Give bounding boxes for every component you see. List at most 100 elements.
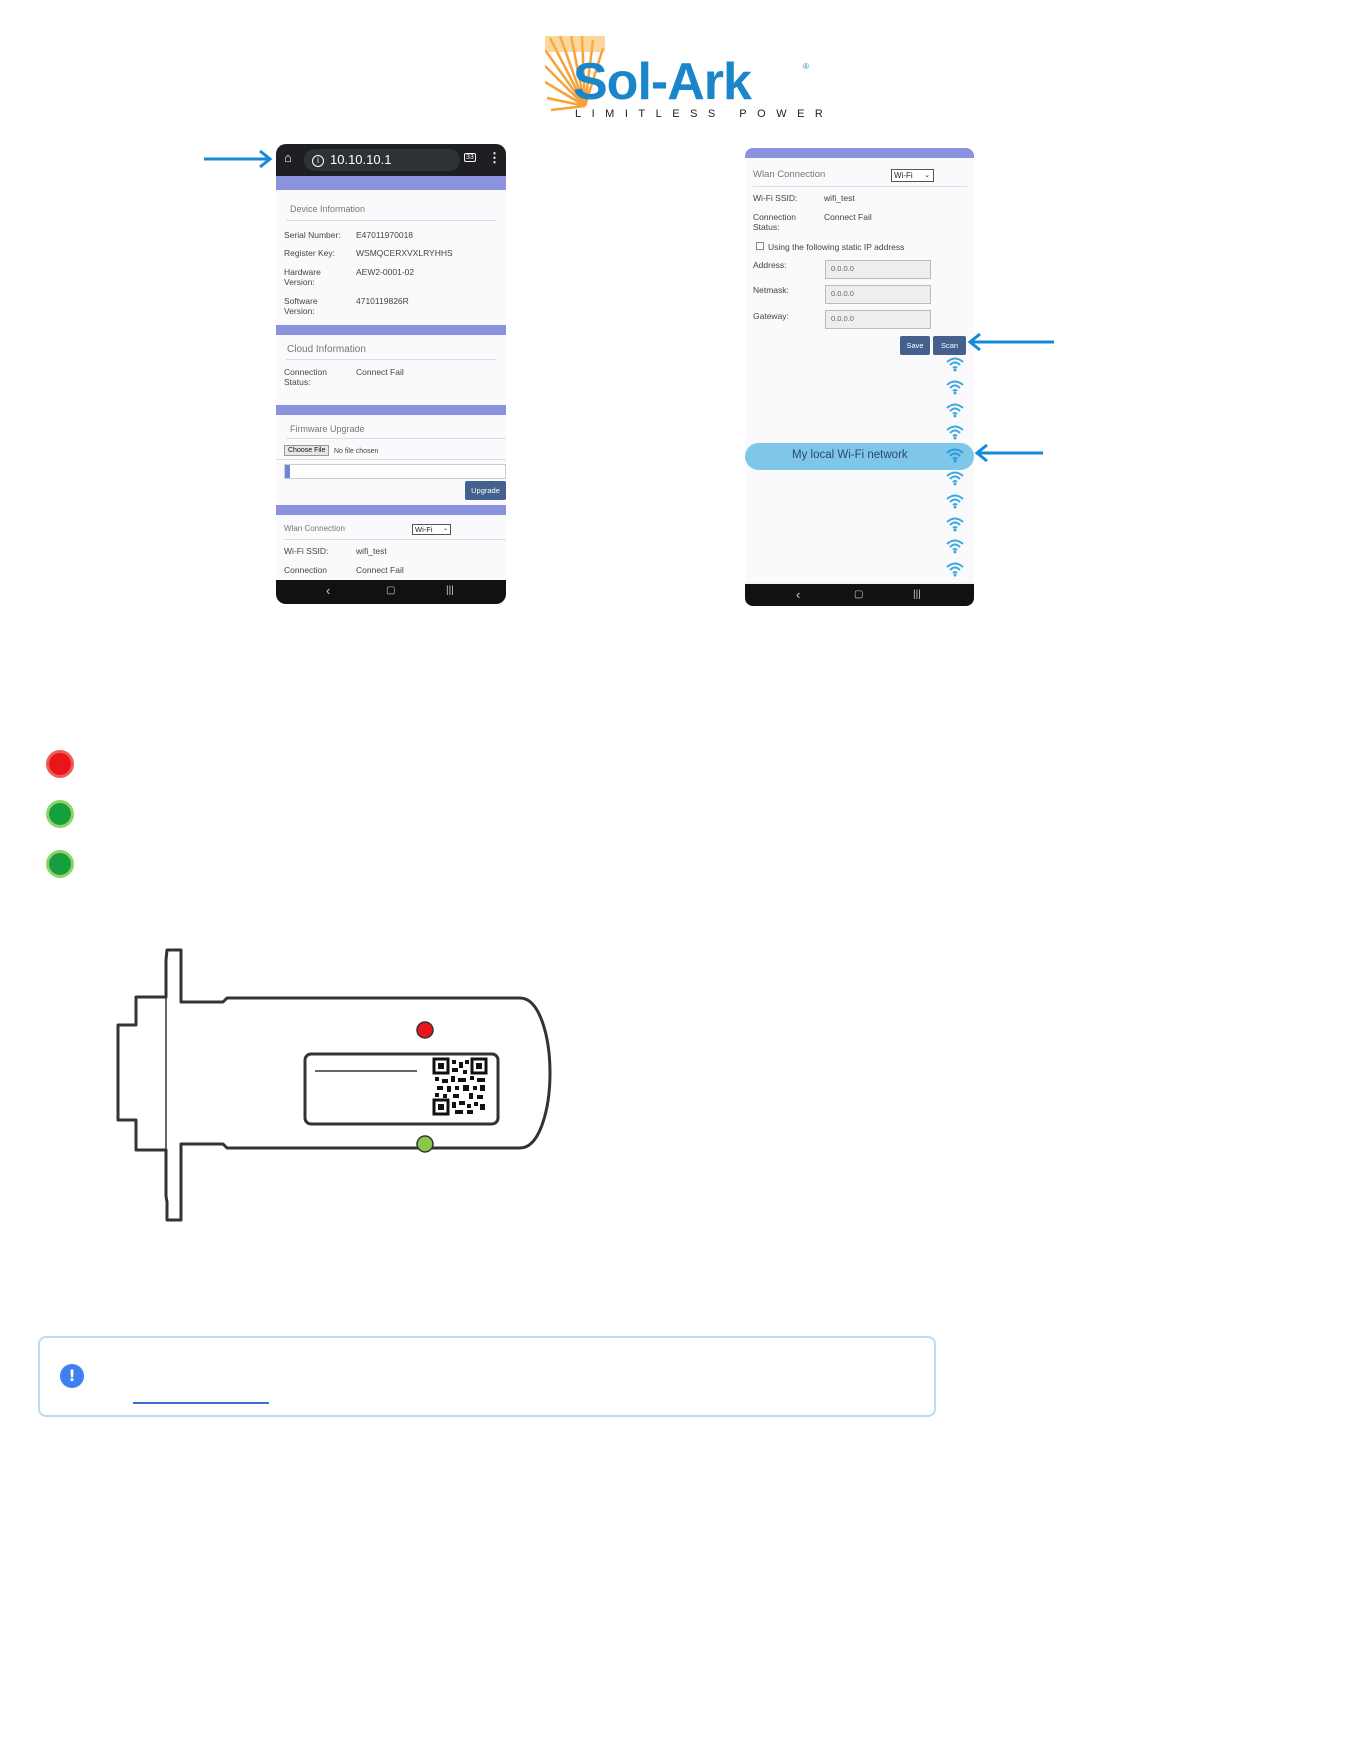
section-band [276, 505, 506, 515]
divider [286, 359, 496, 360]
info-callout: ! [38, 1336, 936, 1417]
divider [286, 438, 506, 439]
wifi-signal-icon[interactable] [945, 424, 965, 440]
network-highlight[interactable] [745, 443, 974, 470]
firmware-upgrade-card: Firmware Upgrade Choose File No file cho… [276, 415, 506, 505]
home-nav-icon[interactable]: ▢ [386, 585, 396, 596]
serial-number-value: E47011970018 [356, 230, 414, 240]
software-version-label: Software Version: [284, 296, 318, 316]
wifi-signal-icon[interactable] [945, 470, 965, 486]
section-band [276, 325, 506, 335]
tabs-icon[interactable]: 33 [464, 153, 476, 162]
chevron-down-icon: ⌄ [924, 172, 930, 179]
android-nav-bar: ‹ ▢ ||| [276, 580, 506, 604]
wifi-signal-icon[interactable] [945, 538, 965, 554]
dongle-red-led [416, 1021, 434, 1039]
scan-button[interactable]: Scan [933, 336, 966, 355]
wifi-ssid-label: Wi-Fi SSID: [753, 193, 798, 203]
browser-toolbar: ⌂ i 10.10.10.1 33 ⋮ [276, 144, 506, 176]
wifi-signal-icon[interactable] [945, 356, 965, 372]
wlan-status-value: Connect Fail [824, 212, 872, 222]
section-band [276, 405, 506, 415]
header-band [276, 176, 506, 190]
arrow-to-scan-icon [967, 332, 1054, 352]
divider [276, 459, 506, 460]
header-band [745, 148, 974, 158]
android-nav-bar: ‹ ▢ ||| [745, 584, 974, 606]
url-bar[interactable]: i 10.10.10.1 [304, 149, 460, 171]
wifi-dongle-illustration [116, 948, 552, 1222]
upgrade-button[interactable]: Upgrade [465, 481, 506, 500]
home-icon[interactable]: ⌂ [284, 150, 292, 165]
info-alert-icon: ! [60, 1364, 84, 1388]
wlan-title: Wlan Connection [284, 524, 345, 533]
sunburst-icon [545, 36, 605, 112]
serial-number-label: Serial Number: [284, 230, 341, 240]
wlan-status-label: Connection [284, 565, 328, 575]
divider [286, 220, 496, 221]
register-key-value: WSMQCERXVXLRYHHS [356, 248, 453, 258]
choose-file-button[interactable]: Choose File [284, 445, 330, 456]
upload-progress-fill [285, 465, 290, 478]
wlan-connection-card: Wlan Connection Wi-Fi⌄ Wi-Fi SSID: wifi_… [276, 515, 506, 585]
wifi-ssid-value: wifi_test [356, 546, 387, 556]
cloud-status-value: Connect Fail [356, 367, 404, 377]
sol-ark-logo: Sol-Ark ® LIMITLESS POWER [545, 36, 823, 122]
home-nav-icon[interactable]: ▢ [854, 589, 864, 600]
netmask-input[interactable]: 0.0.0.0 [825, 285, 931, 304]
software-version-value: 4710119826R [356, 296, 409, 306]
network-highlight-label: My local Wi-Fi network [792, 449, 908, 461]
wlan-mode-select[interactable]: Wi-Fi⌄ [412, 524, 451, 535]
recents-icon[interactable]: ||| [913, 589, 921, 600]
dongle-green-led [416, 1135, 434, 1153]
logo-registered-mark: ® [803, 62, 809, 71]
wlan-status-value: Connect Fail [356, 565, 404, 575]
gateway-input[interactable]: 0.0.0.0 [825, 310, 931, 329]
wlan-mode-value: Wi-Fi [415, 525, 433, 534]
phone-device-info-screen: ⌂ i 10.10.10.1 33 ⋮ Device Information Se… [276, 144, 506, 604]
save-button[interactable]: Save [900, 336, 930, 355]
wlan-mode-select[interactable]: Wi-Fi ⌄ [891, 169, 934, 182]
device-information-title: Device Information [290, 204, 366, 214]
wifi-signal-icon[interactable] [945, 561, 965, 577]
arrow-to-url-icon [204, 149, 273, 169]
address-label: Address: [753, 260, 787, 270]
phone-wlan-screen: Wlan Connection Wi-Fi ⌄ Wi-Fi SSID: wifi_… [745, 148, 974, 606]
upload-progress-bar [284, 464, 506, 479]
logo-tagline: LIMITLESS POWER [575, 108, 834, 120]
recents-icon[interactable]: ||| [446, 585, 454, 596]
address-input[interactable]: 0.0.0.0 [825, 260, 931, 279]
wlan-title: Wlan Connection [753, 169, 826, 180]
gateway-label: Gateway: [753, 311, 789, 321]
no-file-chosen-text: No file chosen [334, 448, 379, 455]
menu-icon[interactable]: ⋮ [488, 150, 501, 165]
wifi-signal-icon[interactable] [945, 379, 965, 395]
divider [753, 186, 967, 187]
device-information-card: Device Information Serial Number: E47011… [276, 190, 506, 325]
info-icon: i [312, 154, 324, 167]
led-red-dot [46, 750, 74, 778]
netmask-label: Netmask: [753, 285, 789, 295]
cloud-information-title: Cloud Information [287, 344, 366, 355]
arrow-to-network-icon [974, 443, 1043, 463]
wifi-signal-icon[interactable] [945, 493, 965, 509]
logo-brand: Sol-Ark [573, 53, 752, 111]
wlan-settings-card: Wlan Connection Wi-Fi ⌄ Wi-Fi SSID: wifi_… [745, 158, 974, 582]
wifi-ssid-label: Wi-Fi SSID: [284, 546, 329, 556]
url-text: 10.10.10.1 [330, 152, 392, 167]
qr-code-icon [432, 1057, 488, 1116]
callout-link-underline[interactable] [133, 1402, 269, 1404]
hardware-version-value: AEW2-0001-02 [356, 267, 415, 277]
register-key-label: Register Key: [284, 248, 336, 258]
wifi-ssid-value: wifi_test [824, 193, 855, 203]
back-icon[interactable]: ‹ [326, 583, 331, 598]
wifi-signal-icon[interactable] [945, 447, 965, 463]
led-green-dot-1 [46, 800, 74, 828]
static-ip-checkbox[interactable] [756, 242, 764, 250]
wlan-status-label: Connection Status: [753, 212, 797, 232]
cloud-status-label: Connection Status: [284, 367, 328, 387]
wifi-signal-icon[interactable] [945, 402, 965, 418]
wlan-mode-value: Wi-Fi [894, 171, 913, 180]
wifi-signal-icon[interactable] [945, 516, 965, 532]
back-icon[interactable]: ‹ [796, 587, 801, 602]
